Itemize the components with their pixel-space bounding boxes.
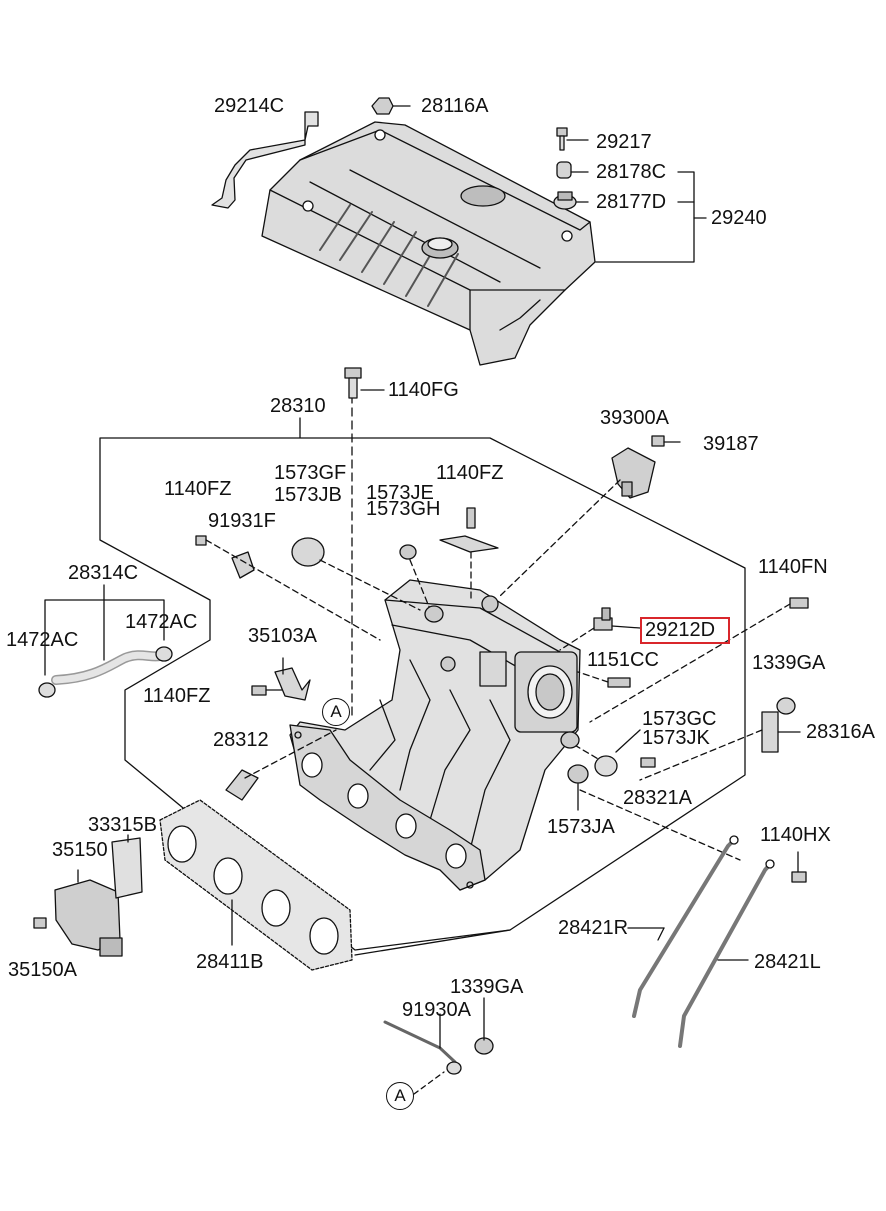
label-1573JA[interactable]: 1573JA	[547, 816, 615, 838]
ring-1573GC-drawing	[560, 729, 656, 777]
label-28321A[interactable]: 28321A	[623, 787, 692, 809]
label-1573GH[interactable]: 1573GH	[366, 498, 441, 520]
bracket-1140FZ-drawing	[439, 507, 499, 601]
label-1140FG[interactable]: 1140FG	[388, 379, 459, 401]
label-29212D[interactable]: 29212D	[645, 619, 716, 641]
label-28312[interactable]: 28312	[213, 729, 269, 751]
label-29217[interactable]: 29217	[596, 131, 652, 153]
stud-1151CC-drawing	[577, 671, 631, 688]
highlight-box	[640, 617, 730, 644]
sensor-28312-drawing	[225, 729, 337, 801]
bolt-1140FN-drawing	[589, 597, 809, 723]
label-1339GA-bottom[interactable]: 1339GA	[450, 976, 524, 998]
label-28314C[interactable]: 28314C	[68, 562, 139, 584]
cap-1573JE-drawing	[399, 544, 444, 623]
label-1339GA-right[interactable]: 1339GA	[752, 652, 826, 674]
label-1573JB[interactable]: 1573JB	[274, 484, 342, 506]
label-1140FZ-mid[interactable]: 1140FZ	[143, 685, 211, 707]
label-33315B[interactable]: 33315B	[88, 814, 157, 836]
label-91931F[interactable]: 91931F	[208, 510, 276, 532]
nut-28116A-drawing	[371, 97, 411, 115]
fitting-29212D-drawing	[559, 607, 641, 651]
label-1573GF[interactable]: 1573GF	[274, 462, 347, 484]
label-1573JK[interactable]: 1573JK	[642, 727, 710, 749]
bracket-29214C-drawing	[211, 111, 319, 209]
fasteners-29217-28178C-28177D-drawing	[553, 127, 707, 263]
bracket-35103A-drawing	[251, 657, 311, 701]
label-35150A[interactable]: 35150A	[8, 959, 77, 981]
label-28316A[interactable]: 28316A	[806, 721, 875, 743]
label-1151CC[interactable]: 1151CC	[587, 649, 659, 671]
label-28421L[interactable]: 28421L	[754, 951, 821, 973]
label-29214C[interactable]: 29214C	[214, 95, 285, 117]
label-1573GC[interactable]: 1573GC	[642, 708, 717, 730]
plug-1573GF-drawing	[291, 537, 421, 611]
label-1472AC-right[interactable]: 1472AC	[125, 611, 198, 633]
label-39187[interactable]: 39187	[703, 433, 759, 455]
label-1140HX[interactable]: 1140HX	[760, 824, 831, 846]
label-28421R[interactable]: 28421R	[558, 917, 629, 939]
label-28178C[interactable]: 28178C	[596, 161, 667, 183]
label-1140FZ-left[interactable]: 1140FZ	[164, 478, 232, 500]
label-1140FN[interactable]: 1140FN	[758, 556, 828, 578]
label-91930A[interactable]: 91930A	[402, 999, 471, 1021]
gasket-28316A-drawing	[639, 697, 801, 781]
label-1140FZ-top[interactable]: 1140FZ	[436, 462, 504, 484]
assembly-outline-28310	[99, 394, 746, 951]
sensor-39300A-drawing	[499, 435, 681, 597]
label-35150[interactable]: 35150	[52, 839, 108, 861]
label-35103A[interactable]: 35103A	[248, 625, 317, 647]
label-28411B[interactable]: 28411B	[196, 951, 264, 973]
label-1472AC-left[interactable]: 1472AC	[6, 629, 79, 651]
engine-cover-drawing	[261, 121, 596, 366]
hose-28314C-drawing	[38, 584, 173, 698]
bolt-91931F-drawing	[195, 535, 381, 641]
label-28177D[interactable]: 28177D	[596, 191, 667, 213]
label-1573JE[interactable]: 1573JE	[366, 482, 434, 504]
bolt-1140FG-drawing	[344, 367, 385, 399]
gasket-28411B-drawing	[159, 799, 511, 971]
label-28310[interactable]: 28310	[270, 395, 326, 417]
label-29240[interactable]: 29240	[711, 207, 767, 229]
ref-marker-a-bottom: A	[386, 1082, 414, 1110]
plug-1573JA-drawing	[567, 764, 741, 861]
intake-manifold-drawing	[289, 579, 581, 891]
valve-35150-drawing	[33, 834, 143, 957]
stays-28421-drawing	[627, 835, 807, 1048]
rod-91930A-drawing	[383, 997, 494, 1095]
ref-marker-a-top: A	[322, 698, 350, 726]
label-39300A[interactable]: 39300A	[600, 407, 669, 429]
label-28116A[interactable]: 28116A	[421, 95, 489, 117]
